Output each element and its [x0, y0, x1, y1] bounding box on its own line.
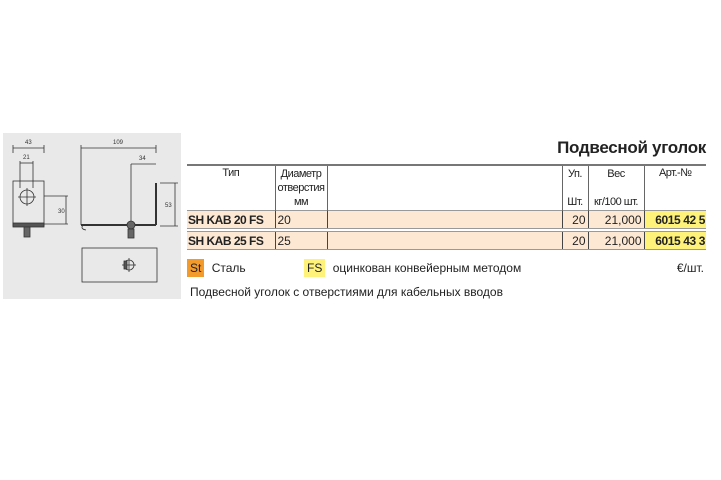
header-art: Арт.-№ [643, 164, 706, 211]
table-row: SH KAB 25 FS 25 20 21,000 6015 43 3 [187, 231, 706, 250]
cell-type: SH KAB 20 FS [187, 210, 275, 229]
cell-weight: 21,000 [587, 210, 644, 229]
cell-type: SH KAB 25 FS [187, 231, 275, 250]
cell-weight: 21,000 [587, 231, 644, 250]
price-unit: €/шт. [676, 261, 704, 275]
cell-blank [326, 210, 562, 229]
product-description: Подвесной уголок с отверстиями для кабел… [190, 285, 503, 299]
dim-53: 53 [165, 203, 172, 209]
table-row: SH KAB 20 FS 20 20 21,000 6015 42 5 [187, 210, 706, 229]
cell-art: 6015 43 3 [643, 231, 706, 250]
cell-diameter: 25 [274, 231, 327, 250]
badge-fs: FS [304, 259, 326, 277]
badge-st: St [187, 259, 205, 277]
dim-30: 30 [58, 209, 65, 215]
cell-pack: 20 [561, 210, 588, 229]
cell-blank [326, 231, 562, 250]
header-type: Тип [187, 164, 275, 211]
cell-diameter: 20 [274, 210, 327, 229]
dim-43: 43 [25, 140, 32, 146]
legend-fs-label: оцинкован конвейерным методом [332, 261, 522, 275]
header-blank [326, 164, 562, 211]
page-title: Подвесной уголок [557, 138, 706, 157]
row-separator [187, 228, 706, 232]
legend-st-label: Сталь [211, 261, 246, 275]
dim-109: 109 [113, 140, 124, 146]
cell-pack: 20 [561, 231, 588, 250]
dim-21: 21 [23, 155, 30, 161]
technical-drawing: 43 21 30 109 34 53 [3, 133, 181, 299]
legend: St Сталь FS оцинкован конвейерным методо… [187, 259, 706, 277]
cell-art: 6015 42 5 [643, 210, 706, 229]
header-pack: Уп.Шт. [561, 164, 588, 211]
dim-34: 34 [139, 156, 146, 162]
